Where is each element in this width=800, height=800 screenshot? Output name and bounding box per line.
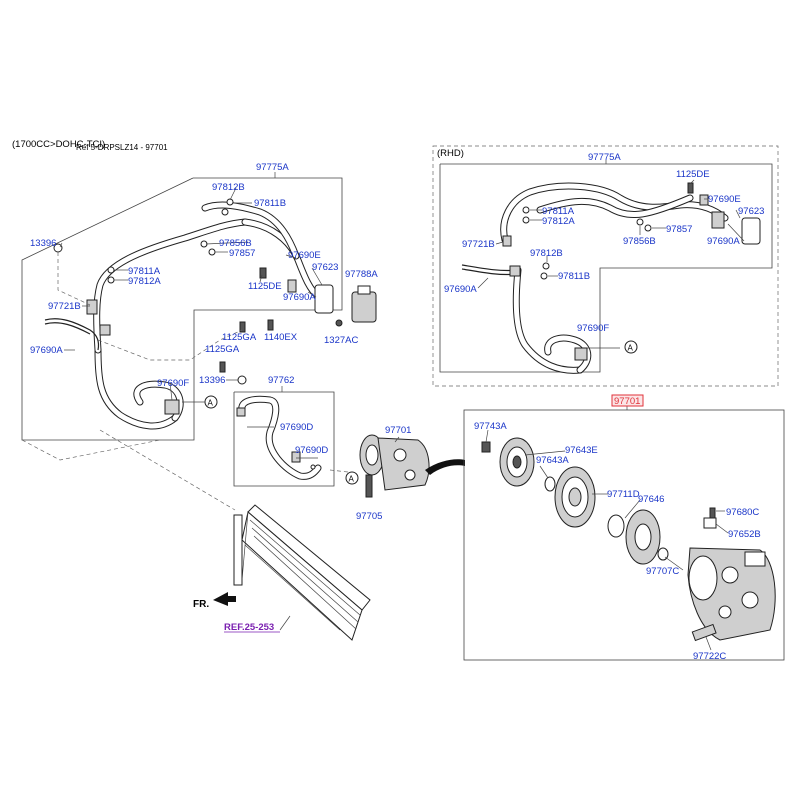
- label-97811A-rhd[interactable]: 97811A: [542, 206, 575, 217]
- label-97812A-left[interactable]: 97812A: [128, 276, 161, 287]
- label-97711D[interactable]: 97711D: [607, 489, 640, 500]
- label-97722C[interactable]: 97722C: [693, 651, 726, 662]
- label-97812B-left[interactable]: 97812B: [212, 182, 245, 193]
- pulley-97711D[interactable]: [554, 466, 596, 528]
- label-1125DE-rhd[interactable]: 1125DE: [676, 169, 710, 180]
- clutch-hub-97643E[interactable]: [499, 437, 535, 487]
- label-1125GA-a[interactable]: 1125GA: [222, 332, 257, 343]
- label-97690A-rhd[interactable]: 97690A: [444, 284, 477, 295]
- compressor-highlight-box[interactable]: [611, 394, 644, 407]
- left-hose-assembly[interactable]: [44, 198, 322, 430]
- label-97788A[interactable]: 97788A: [345, 269, 378, 280]
- bolt-97743A: [481, 441, 491, 453]
- label-97690D-a[interactable]: 97690D: [280, 422, 313, 433]
- label-97857-left[interactable]: 97857: [229, 248, 255, 259]
- bolt-97680C: [709, 507, 716, 519]
- label-97690E-left[interactable]: 97690E: [288, 250, 321, 261]
- bolt-1140EX: [267, 319, 274, 331]
- condenser-ref[interactable]: [233, 504, 371, 641]
- label-97811A-left[interactable]: 97811A: [128, 266, 161, 277]
- label-97721B-rhd[interactable]: 97721B: [462, 239, 495, 250]
- rhd-hose-assembly[interactable]: [461, 182, 729, 374]
- label-97775A-rhd[interactable]: 97775A: [588, 152, 621, 163]
- label-97652B[interactable]: 97652B: [728, 529, 761, 540]
- label-97680C[interactable]: 97680C: [726, 507, 759, 518]
- label-97812B-rhd[interactable]: 97812B: [530, 248, 563, 259]
- compressor-detail-frame: [463, 409, 785, 661]
- label-97705[interactable]: 97705: [356, 511, 382, 522]
- label-97721B-left[interactable]: 97721B: [48, 301, 81, 312]
- bolt-1125GA-b: [219, 361, 226, 373]
- label-97857-rhd[interactable]: 97857: [666, 224, 692, 235]
- discharge-hose-frame: [233, 391, 335, 487]
- ref-code: Ref 5-DRPSLZ14 - 97701: [76, 143, 168, 152]
- label-97690F-rhd[interactable]: 97690F: [577, 323, 609, 334]
- receiver-drier[interactable]: [314, 284, 334, 314]
- reference-circle-a-mid: [345, 471, 359, 485]
- label-97856B-rhd[interactable]: 97856B: [623, 236, 656, 247]
- label-97643E[interactable]: 97643E: [565, 445, 598, 456]
- rhd-receiver-drier[interactable]: [741, 217, 761, 245]
- label-97812A-rhd[interactable]: 97812A: [542, 216, 575, 227]
- snap-ring-97646: [607, 514, 625, 538]
- label-97856B-left[interactable]: 97856B: [219, 238, 252, 249]
- label-1125GA-b[interactable]: 1125GA: [205, 344, 240, 355]
- detail-arrow: [425, 459, 465, 475]
- label-97646[interactable]: 97646: [638, 494, 664, 505]
- label-97775A-left[interactable]: 97775A: [256, 162, 289, 173]
- field-coil-97646[interactable]: [625, 509, 661, 565]
- bolt-1327AC: [335, 319, 343, 327]
- label-97701-left[interactable]: 97701: [385, 425, 411, 436]
- circle-a-mid-label: A: [349, 475, 355, 484]
- label-1125DE-left[interactable]: 1125DE: [248, 281, 282, 292]
- rhd-inner-frame: [439, 163, 773, 373]
- label-97762[interactable]: 97762: [268, 375, 294, 386]
- bolt-97705: [365, 474, 373, 498]
- label-97811B-rhd[interactable]: 97811B: [558, 271, 590, 282]
- snap-ring-97643A: [544, 476, 556, 492]
- nut-13396: [237, 375, 247, 385]
- reference-circle-a-rhd: [624, 340, 638, 354]
- engine-spec: (1700CC>DOHC-TCI): [12, 139, 105, 150]
- label-97701-box[interactable]: 97701: [614, 396, 640, 407]
- rhd-label: (RHD): [437, 148, 464, 159]
- label-97690A-left[interactable]: 97690A: [30, 345, 63, 356]
- label-97690E-rhd[interactable]: 97690E: [708, 194, 741, 205]
- label-97623-rhd[interactable]: 97623: [738, 206, 764, 217]
- label-97623-left[interactable]: 97623: [312, 262, 338, 273]
- front-indicator: FR.: [193, 599, 209, 610]
- label-13396-b[interactable]: 13396: [199, 375, 225, 386]
- label-97690D-b[interactable]: 97690D: [295, 445, 328, 456]
- label-97690A-rhd2[interactable]: 97690A: [707, 236, 740, 247]
- bolt-1125GA: [239, 321, 246, 333]
- circle-a-left-label: A: [208, 399, 214, 408]
- compressor-body-97701[interactable]: [687, 547, 776, 641]
- label-1327AC[interactable]: 1327AC: [324, 335, 358, 346]
- label-97743A[interactable]: 97743A: [474, 421, 507, 432]
- rhd-frame: [432, 145, 779, 387]
- ref-link[interactable]: REF.25-253: [224, 622, 274, 633]
- front-arrow-icon: [213, 592, 236, 606]
- label-1140EX[interactable]: 1140EX: [264, 332, 298, 343]
- label-97707C[interactable]: 97707C: [646, 566, 679, 577]
- bracket-97652B: [703, 517, 717, 529]
- label-13396-a[interactable]: 13396: [30, 238, 56, 249]
- label-97643A[interactable]: 97643A: [536, 455, 569, 466]
- label-97690F-left[interactable]: 97690F: [157, 378, 189, 389]
- circle-a-rhd-label: A: [628, 344, 634, 353]
- control-valve-97722C[interactable]: [691, 623, 717, 642]
- compressor-assembly-small[interactable]: [359, 434, 430, 491]
- pressure-sensor-97788A[interactable]: [351, 285, 377, 323]
- label-97690A-left2[interactable]: 97690A: [283, 292, 316, 303]
- label-97811B-left[interactable]: 97811B: [254, 198, 286, 209]
- left-hose-frame: [21, 177, 343, 441]
- discharge-hose-97762[interactable]: [236, 395, 322, 480]
